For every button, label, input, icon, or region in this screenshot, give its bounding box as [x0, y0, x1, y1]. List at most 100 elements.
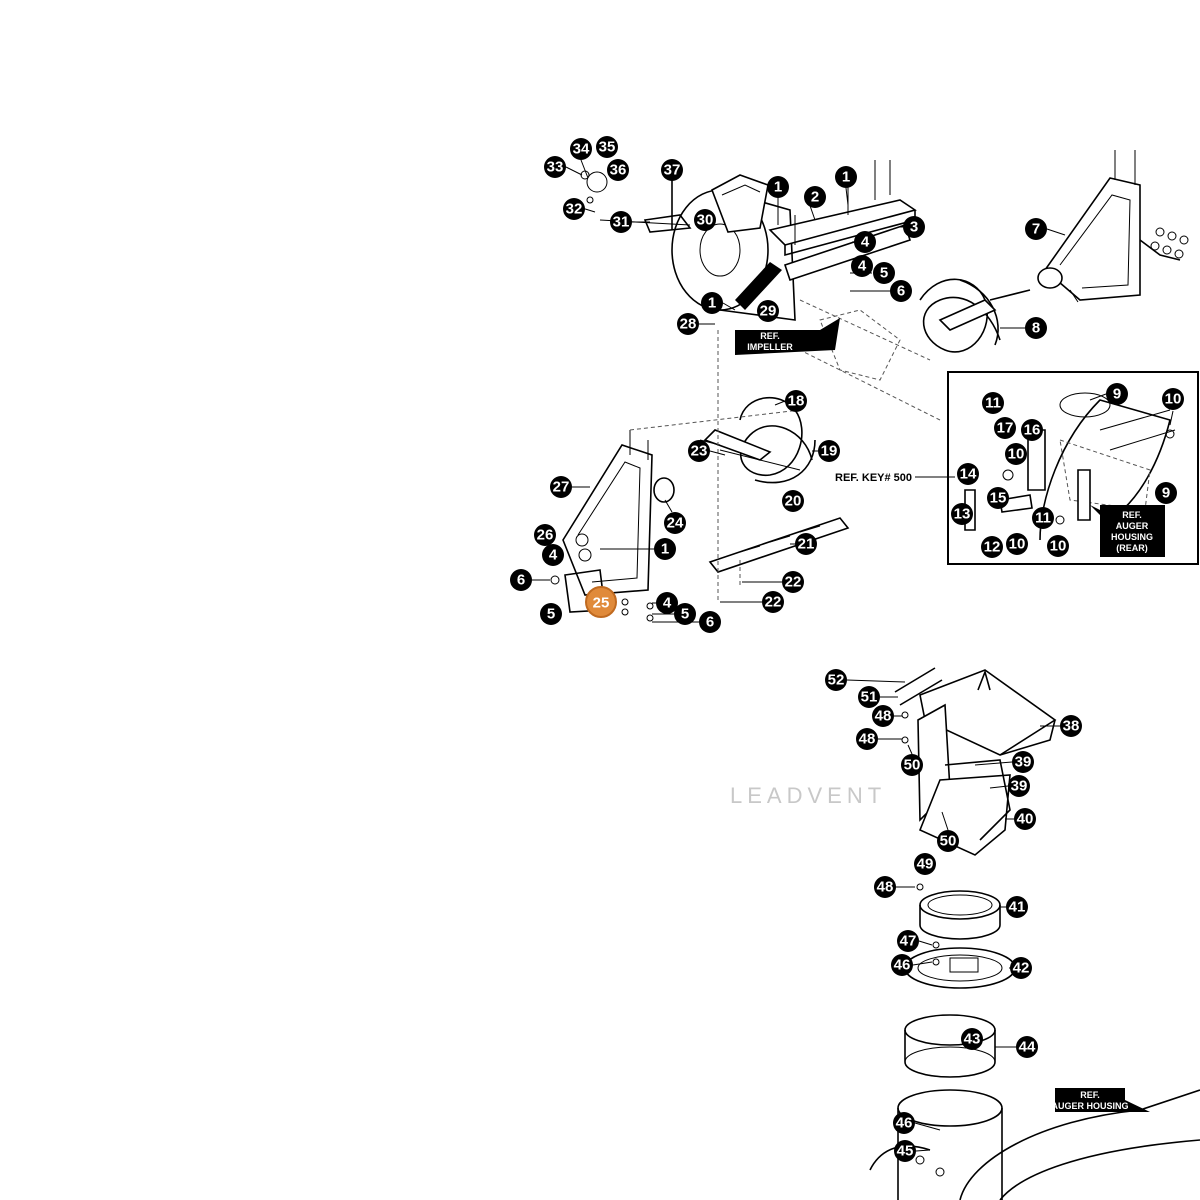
callout-20: 20	[782, 490, 804, 512]
svg-text:13: 13	[954, 506, 971, 523]
svg-text:38: 38	[1063, 718, 1080, 735]
svg-text:4: 4	[663, 595, 672, 612]
svg-text:35: 35	[599, 139, 616, 156]
svg-text:52: 52	[828, 672, 845, 689]
svg-text:6: 6	[897, 283, 905, 300]
svg-text:12: 12	[984, 539, 1001, 556]
callout-39-b: 39	[989, 775, 1030, 797]
callout-40: 40	[1005, 808, 1036, 830]
svg-text:5: 5	[681, 606, 689, 623]
callout-50-a: 50	[901, 744, 923, 776]
callout-49: 49	[914, 853, 936, 875]
svg-text:2: 2	[811, 189, 819, 206]
svg-text:25: 25	[593, 595, 610, 612]
watermark: LEADVENT	[730, 783, 886, 808]
callout-18: 18	[774, 390, 807, 412]
svg-text:8: 8	[1032, 320, 1040, 337]
callout-28: 28	[677, 313, 715, 335]
svg-text:22: 22	[765, 594, 782, 611]
callout-17: 17	[994, 417, 1016, 439]
callout-10-inset-a: 10	[1162, 388, 1184, 426]
svg-text:47: 47	[900, 933, 917, 950]
callout-30: 30	[694, 209, 716, 231]
svg-text:9: 9	[1162, 485, 1170, 502]
svg-text:22: 22	[785, 574, 802, 591]
impeller-housing-drawing	[580, 160, 941, 421]
svg-text:14: 14	[960, 466, 977, 483]
callout-10-inset-c: 10	[1006, 533, 1028, 555]
auger-left-drawing	[699, 396, 816, 484]
callout-1-top-a: 1	[767, 176, 789, 215]
svg-text:46: 46	[896, 1115, 913, 1132]
svg-text:39: 39	[1015, 754, 1032, 771]
callout-23: 23	[688, 440, 726, 462]
svg-text:11: 11	[985, 395, 1001, 412]
callout-35: 35	[596, 136, 618, 158]
svg-text:32: 32	[566, 201, 583, 218]
svg-text:REF.: REF.	[1080, 1090, 1100, 1100]
svg-text:11: 11	[1035, 510, 1051, 527]
svg-text:28: 28	[680, 316, 697, 333]
svg-text:21: 21	[798, 536, 815, 553]
svg-text:REF.: REF.	[760, 331, 780, 341]
callout-22-b: 22	[720, 591, 784, 613]
svg-text:48: 48	[877, 879, 894, 896]
callout-43: 43	[961, 1028, 983, 1050]
callout-25-highlighted[interactable]: 25	[585, 586, 617, 618]
callout-37: 37	[661, 159, 683, 200]
callout-6-low-a: 6	[510, 569, 550, 591]
svg-text:49: 49	[917, 856, 934, 873]
svg-text:41: 41	[1009, 899, 1026, 916]
svg-text:10: 10	[1050, 538, 1067, 555]
svg-text:1: 1	[708, 295, 716, 312]
callout-29: 29	[757, 300, 779, 322]
svg-text:4: 4	[861, 234, 870, 251]
svg-text:24: 24	[667, 515, 684, 532]
callout-22-a: 22	[742, 571, 804, 593]
ref-key500-label: REF. KEY# 500	[835, 472, 955, 484]
callout-4-top-a: 4	[852, 231, 876, 253]
callout-6-top: 6	[850, 280, 912, 302]
callout-4-top-b: 4	[851, 255, 873, 277]
callout-10-inset-b: 10	[1005, 443, 1027, 465]
right-side-plate-drawing	[1037, 150, 1189, 303]
callout-2: 2	[804, 186, 826, 221]
svg-text:1: 1	[842, 169, 850, 186]
svg-text:10: 10	[1008, 446, 1025, 463]
svg-text:6: 6	[706, 614, 714, 631]
callout-32: 32	[563, 198, 585, 220]
svg-text:50: 50	[904, 757, 921, 774]
callout-11-inset-a: 11	[982, 392, 1004, 414]
callout-11-inset-b: 11	[1032, 507, 1054, 529]
svg-text:36: 36	[610, 162, 627, 179]
callout-34: 34	[570, 138, 592, 179]
svg-text:HOUSING: HOUSING	[1111, 532, 1153, 542]
callout-15: 15	[987, 487, 1009, 509]
svg-text:26: 26	[537, 527, 554, 544]
svg-text:23: 23	[691, 443, 708, 460]
svg-text:39: 39	[1011, 778, 1028, 795]
svg-text:48: 48	[875, 708, 892, 725]
callout-14: 14	[957, 463, 979, 485]
callout-36: 36	[607, 159, 629, 181]
callout-48-a: 48	[872, 705, 902, 727]
callout-51: 51	[858, 686, 898, 708]
svg-text:30: 30	[697, 212, 714, 229]
callout-26: 26	[534, 524, 556, 546]
callout-41: 41	[1000, 896, 1028, 918]
svg-text:27: 27	[553, 479, 570, 496]
svg-text:19: 19	[821, 443, 838, 460]
svg-text:1: 1	[774, 179, 782, 196]
callout-9-inset-b: 9	[1155, 482, 1177, 504]
callout-13: 13	[951, 503, 973, 525]
svg-text:40: 40	[1017, 811, 1034, 828]
callout-19: 19	[812, 440, 840, 462]
svg-text:1: 1	[661, 541, 669, 558]
callout-52: 52	[825, 669, 906, 691]
callout-48-c: 48	[874, 876, 915, 898]
svg-text:42: 42	[1013, 960, 1030, 977]
callout-5-top: 5	[850, 262, 895, 284]
callout-10-inset-d: 10	[1047, 535, 1069, 557]
callout-21: 21	[790, 533, 817, 555]
callout-9-inset-a: 9	[1089, 383, 1128, 405]
